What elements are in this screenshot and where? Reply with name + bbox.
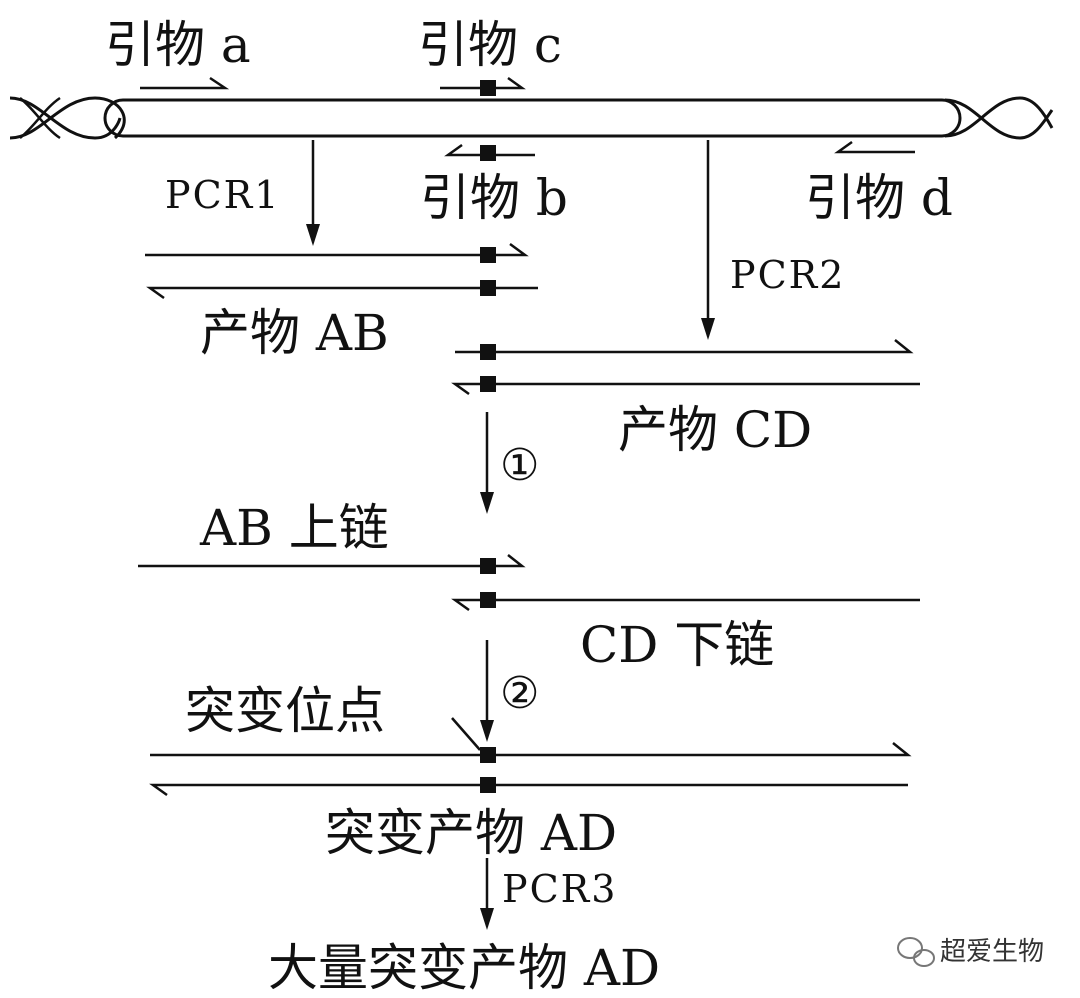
primer-d-arrow	[834, 140, 915, 154]
mutation-marker	[480, 592, 496, 608]
mutant-ad-label: 突变产物 AD	[325, 804, 617, 862]
mutation-site-label: 突变位点	[185, 682, 385, 740]
mass-mutant-ad-label: 大量突变产物 AD	[268, 939, 660, 997]
step2-arrowhead	[480, 720, 494, 742]
watermark: 超爱生物	[897, 937, 1044, 967]
ab-upper-label: AB 上链	[199, 499, 389, 557]
pcr3-label: PCR3	[502, 867, 617, 911]
product-cd-label: 产物 CD	[618, 401, 812, 459]
cd-lower-strand	[451, 598, 920, 612]
step1-arrowhead	[480, 492, 494, 514]
pcr3-arrowhead	[480, 908, 494, 930]
step2-label: ②	[500, 668, 539, 719]
watermark-text: 超爱生物	[940, 937, 1044, 967]
primer-c-arrow	[440, 76, 526, 90]
pcr1-arrowhead	[306, 224, 320, 246]
mutation-marker	[480, 80, 496, 96]
pcr1-label: PCR1	[165, 173, 280, 217]
product-cd	[451, 339, 920, 396]
primer-d-label: 引物 d	[805, 169, 953, 227]
primer-c-label: 引物 c	[418, 16, 562, 74]
pcr2-label: PCR2	[730, 253, 845, 297]
primer-b-label: 引物 b	[420, 169, 568, 227]
template-dna	[9, 96, 1054, 140]
mutant-product-ad	[149, 742, 912, 797]
product-ab-label: 产物 AB	[200, 304, 389, 362]
wechat-icon	[897, 937, 935, 967]
primer-a-arrow	[140, 76, 230, 90]
mutation-marker	[480, 145, 496, 161]
ab-upper-strand	[138, 554, 526, 568]
pcr2-arrowhead	[701, 318, 715, 340]
primer-b-arrow	[444, 143, 535, 157]
primer-a-label: 引物 a	[105, 16, 251, 74]
cd-lower-label: CD 下链	[580, 616, 774, 674]
mutation-site-pointer	[451, 717, 481, 751]
product-ab	[145, 242, 538, 300]
mutation-marker	[480, 558, 496, 574]
step1-label: ①	[500, 440, 539, 491]
